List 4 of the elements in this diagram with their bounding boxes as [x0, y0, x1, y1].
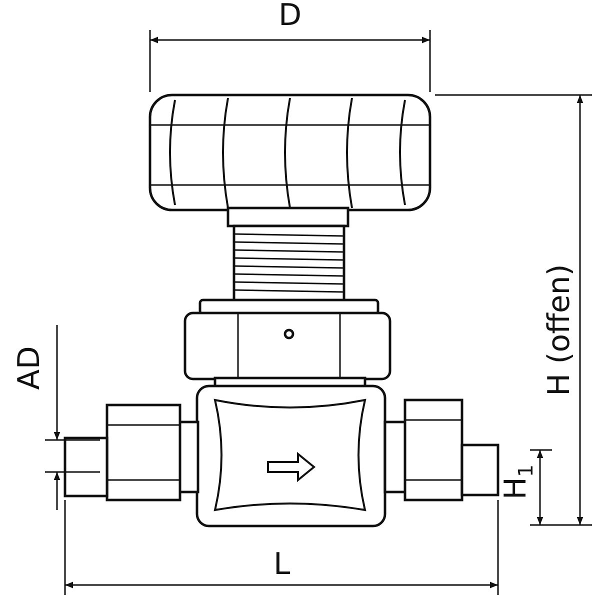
dimension-label: H (offen) — [545, 264, 575, 396]
dimension-label: D — [278, 1, 302, 31]
dimension-label: AD — [14, 346, 45, 390]
dimension-label: L — [274, 550, 290, 580]
